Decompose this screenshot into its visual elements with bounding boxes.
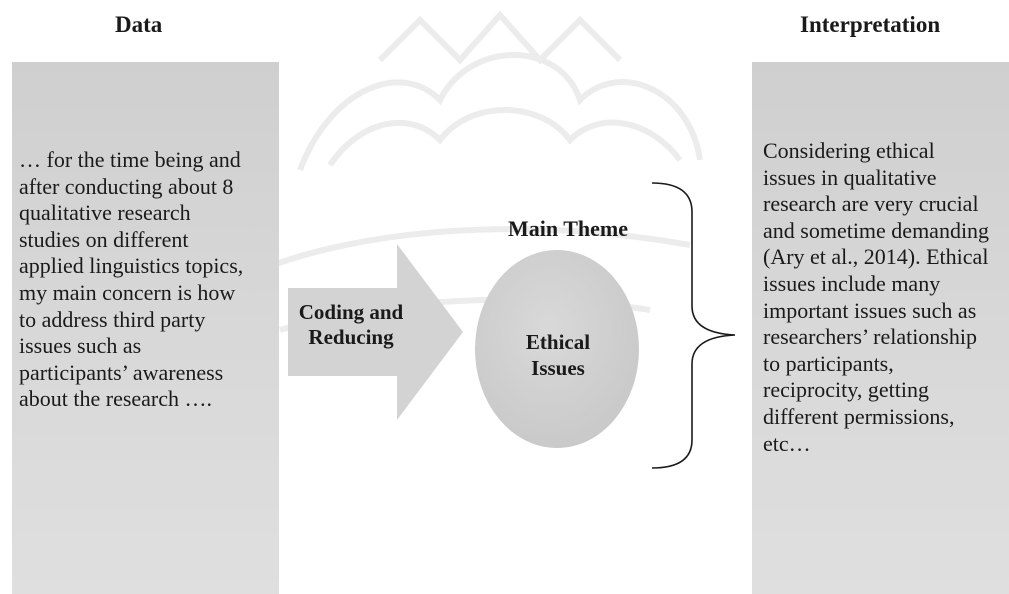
interpretation-line: issues include many (763, 270, 941, 296)
data-line: … for the time being and (19, 147, 241, 172)
data-line: my main concern is how (19, 279, 236, 305)
interpretation-line: etc… (763, 430, 811, 456)
interpretation-line: reciprocity, getting (763, 377, 929, 403)
circle-label-line: Ethical (525, 330, 591, 354)
interpretation-line: (Ary et al., 2014). Ethical (763, 244, 989, 270)
data-line: about the research …. (19, 386, 213, 412)
interpretation-line: important issues such as (763, 297, 977, 323)
interpretation-line: and sometime demanding (763, 217, 990, 243)
interpretation-line: research are very crucial (763, 191, 979, 217)
interpretation-line: to participants, (763, 350, 894, 376)
data-header: Data (115, 12, 163, 37)
coding-arrow (288, 244, 463, 420)
circle-label-line: Issues (531, 356, 585, 380)
interpretation-panel: Considering ethical issues in qualitativ… (752, 62, 1009, 594)
arrow-label-line: Reducing (308, 325, 394, 349)
interpretation-text: Considering ethical issues in qualitativ… (763, 138, 1009, 457)
data-line: after conducting about 8 (19, 173, 234, 199)
interpretation-line: different permissions, (763, 403, 955, 429)
arrow-label-line: Coding and (298, 300, 404, 324)
interpretation-line: researchers’ relationship (763, 324, 977, 350)
data-line: applied linguistics topics, (19, 253, 244, 279)
main-theme-label: Main Theme (508, 216, 628, 241)
theme-circle-label: Ethical Issues (498, 329, 618, 381)
data-line: issues such as (19, 333, 142, 359)
data-panel: … for the time being and after conductin… (12, 62, 279, 594)
curly-brace (651, 182, 736, 469)
theme-circle (475, 250, 639, 448)
data-line: participants’ awareness (19, 359, 224, 385)
interpretation-line: Considering ethical (763, 138, 935, 163)
interpretation-line: issues in qualitative (763, 164, 937, 190)
interpretation-header: Interpretation (800, 12, 941, 37)
data-line: to address third party (19, 306, 206, 332)
coding-arrow-label: Coding and Reducing (290, 300, 412, 350)
data-text: … for the time being and after conductin… (19, 147, 279, 413)
data-line: studies on different (19, 226, 189, 252)
data-line: qualitative research (19, 200, 191, 226)
